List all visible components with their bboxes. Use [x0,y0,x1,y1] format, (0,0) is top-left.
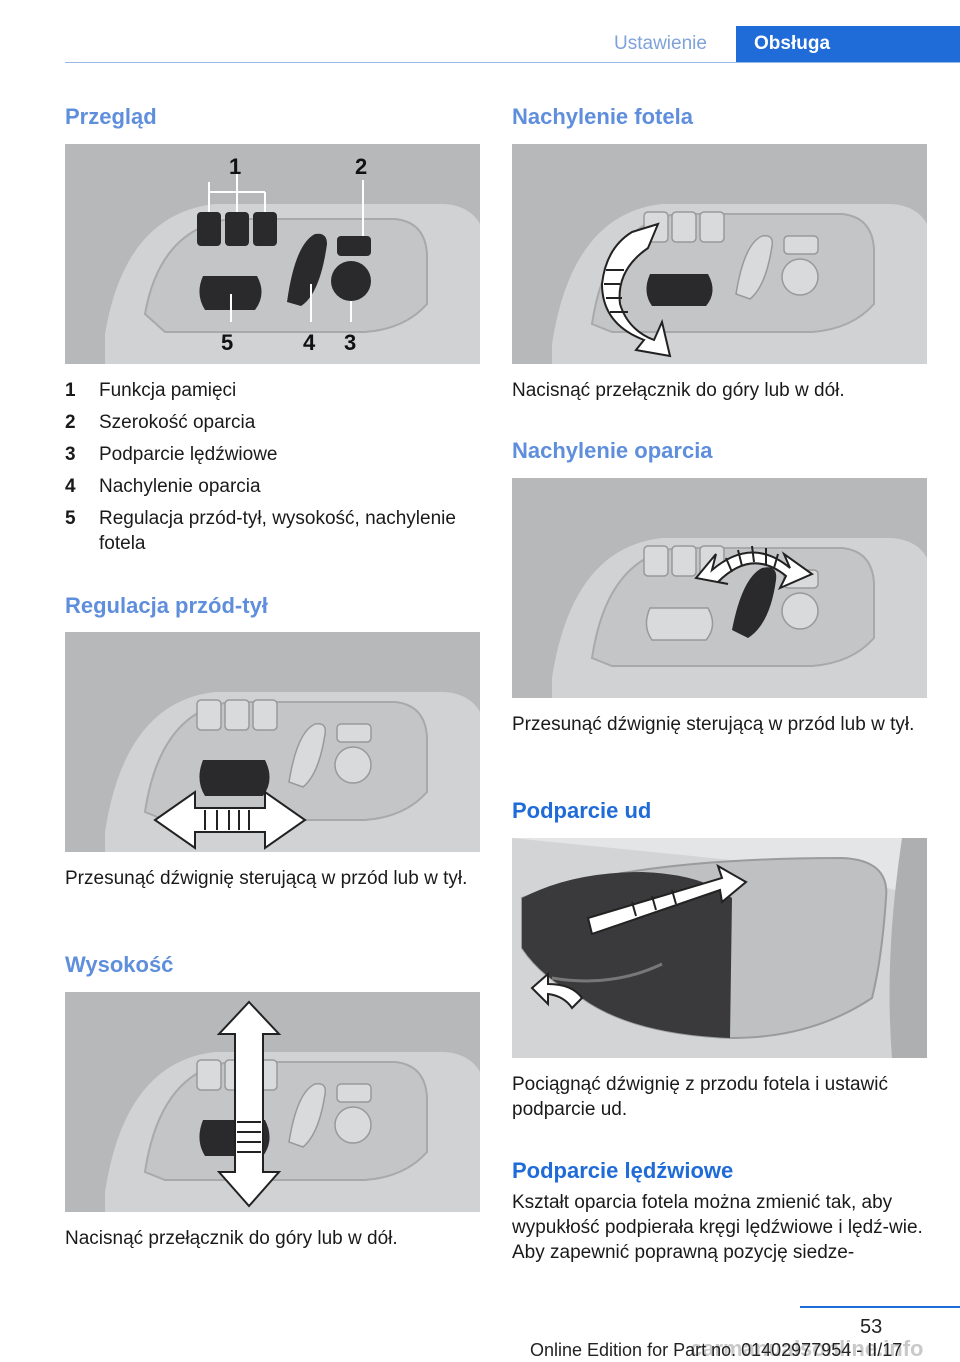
height-heading: Wysokość [65,952,174,977]
thigh-support-figure [512,838,927,1058]
backrest-tilt-heading: Nachylenie oparcia [512,438,713,463]
height-text: Nacisnąć przełącznik do góry lub w dół. [65,1228,398,1249]
overview-heading: Przegląd [65,104,157,129]
callout-2: 2 [355,154,368,179]
edition-note: Online Edition for Part no. 01402977954 … [530,1340,903,1360]
footer-rule [800,1306,960,1308]
backrest-tilt-text: Przesunąć dźwignię sterującą w przód lub… [512,714,915,735]
thigh-support-illustration [512,838,927,1058]
fore-aft-text: Przesunąć dźwignię sterującą w przód lub… [65,868,468,889]
callout-5: 5 [221,330,234,355]
backrest-tilt-illustration [512,478,927,698]
lumbar-support-heading: Podparcie lędźwiowe [512,1158,734,1183]
breadcrumb-current[interactable]: Obsługa [736,26,960,62]
seat-tilt-heading: Nachylenie fotela [512,104,693,129]
breadcrumb-section[interactable]: Ustawienie [614,33,707,54]
seat-tilt-illustration [512,144,927,364]
fore-aft-heading: Regulacja przód-tył [65,593,268,618]
fore-aft-illustration [65,632,480,852]
thigh-support-heading: Podparcie ud [512,798,652,823]
seat-tilt-figure [512,144,927,364]
callout-4: 4 [303,330,316,355]
backrest-tilt-figure [512,478,927,698]
lumbar-support-text: Kształt oparcia fotela można zmienić tak… [512,1192,923,1263]
header-rule [65,62,960,63]
watermark: carmanualsonline.info [690,1336,924,1361]
height-figure [65,992,480,1212]
overview-figure: 1 2 3 4 5 [65,144,480,364]
seat-controls-overview-illustration [65,144,480,364]
height-illustration [65,992,480,1212]
seat-tilt-text: Nacisnąć przełącznik do góry lub w dół. [512,380,845,401]
callout-3: 3 [344,330,357,355]
fore-aft-figure [65,632,480,852]
page-number: 53 [860,1316,883,1338]
thigh-support-text: Pociągnąć dźwignię z przodu fotela i ust… [512,1074,888,1120]
callout-1: 1 [229,154,242,179]
